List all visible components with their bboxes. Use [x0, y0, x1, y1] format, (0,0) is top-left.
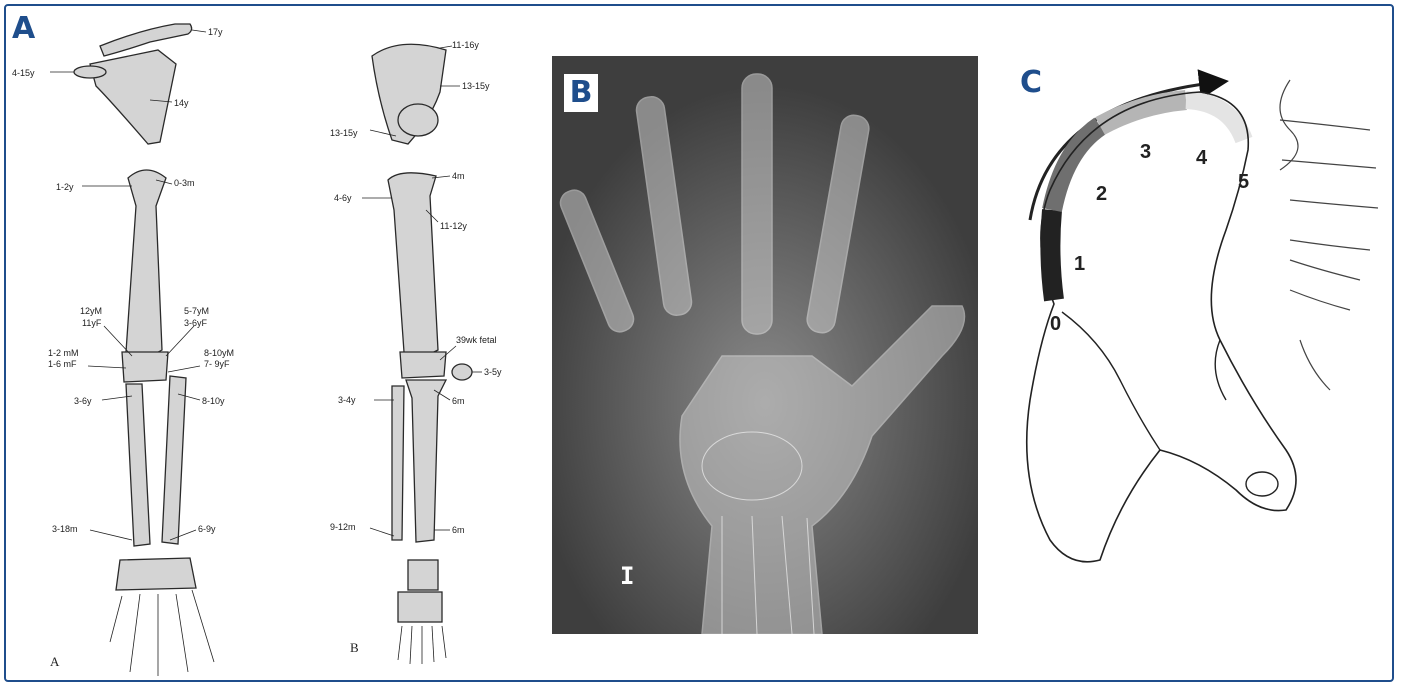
risser-stage-3: 3 [1140, 141, 1151, 163]
fibula [392, 386, 404, 540]
label-9-12m: 9-12m [330, 522, 356, 532]
risser-stage-4: 4 [1196, 147, 1208, 169]
femur [388, 173, 438, 356]
label-0-3m: 0-3m [174, 178, 195, 188]
label-3-5y: 3-5y [484, 367, 502, 377]
label-6-9y: 6-9y [198, 524, 216, 534]
label-6m-upper: 6m [452, 396, 465, 406]
label-13-15y-right: 13-15y [462, 81, 490, 91]
label-17y: 17y [208, 27, 223, 37]
scale-marker: I [620, 562, 634, 590]
label-5-7yM: 5-7yM [184, 306, 209, 316]
risser-stage-1: 1 [1074, 253, 1085, 275]
label-11yF: 11yF [82, 318, 102, 328]
acromion [74, 66, 106, 78]
label-4-6y: 4-6y [334, 193, 352, 203]
hand-xray-drawing [552, 56, 978, 634]
clavicle [100, 24, 192, 56]
label-7-9yF: 7- 9yF [204, 359, 230, 369]
label-11-12y: 11-12y [440, 221, 467, 231]
ossification-diagram: 17y 4-15y 14y 1-2y 0-3m 12yM 11yF 5-7yM … [0, 0, 540, 688]
risser-stage-0: 0 [1050, 313, 1061, 335]
scapula [90, 50, 176, 144]
apophysis-segment-2 [1052, 126, 1100, 210]
label-39wk-fetal: 39wk fetal [456, 335, 497, 345]
humerus [126, 170, 166, 356]
ulna [162, 376, 186, 544]
apophysis-segment-1 [1050, 210, 1054, 300]
label-8-10y: 8-10y [202, 396, 225, 406]
risser-stage-2: 2 [1096, 183, 1107, 205]
label-8-10yM: 8-10yM [204, 348, 234, 358]
label-4-15y: 4-15y [12, 68, 35, 78]
tibia [406, 380, 446, 542]
acetabulum [398, 104, 438, 136]
spine-sketch [1280, 80, 1378, 390]
label-6m-lower: 6m [452, 525, 465, 535]
label-3-6y: 3-6y [74, 396, 92, 406]
label-3-18m: 3-18m [52, 524, 78, 534]
apophysis-segment-4 [1186, 100, 1244, 140]
label-4m: 4m [452, 171, 465, 181]
label-1-2y: 1-2y [56, 182, 74, 192]
hand-radiograph [552, 56, 978, 634]
label-1-6mF: 1-6 mF [48, 359, 77, 369]
risser-stage-5: 5 [1238, 171, 1249, 193]
panel-b-letter: B [564, 74, 598, 112]
label-14y: 14y [174, 98, 189, 108]
distal-femur [400, 352, 446, 378]
radius [126, 384, 150, 546]
patella [452, 364, 472, 380]
label-3-6yF: 3-6yF [184, 318, 208, 328]
label-11-16y: 11-16y [452, 40, 479, 50]
risser-pelvis-drawing: 0 1 2 3 4 5 [990, 40, 1394, 600]
label-1-2mM: 1-2 mM [48, 348, 79, 358]
hand-bones [110, 558, 214, 676]
label-12yM: 12yM [80, 306, 102, 316]
label-3-4y: 3-4y [338, 395, 356, 405]
distal-humerus [122, 352, 168, 382]
foot-bones [398, 560, 446, 664]
label-13-15y-left: 13-15y [330, 128, 358, 138]
